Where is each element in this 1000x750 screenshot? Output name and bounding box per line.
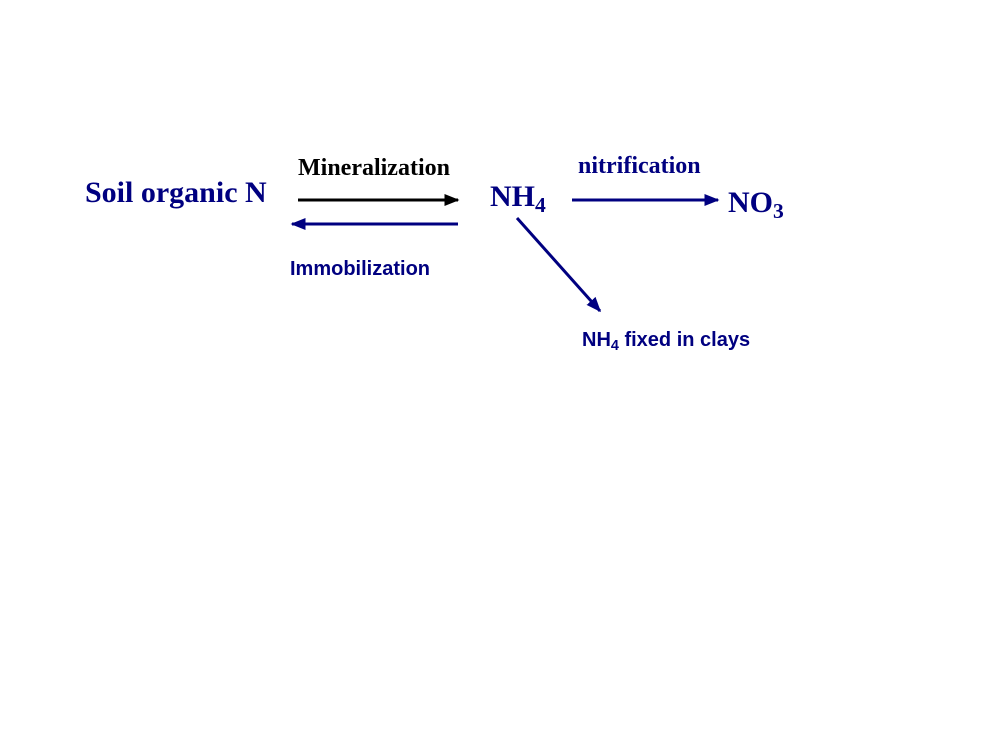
nh4-subscript: 4 — [535, 193, 546, 218]
no3-base: NO — [728, 186, 773, 219]
label-immobilization: Immobilization — [290, 258, 430, 280]
label-nitrification: nitrification — [578, 153, 701, 179]
clay-suffix: fixed in clays — [618, 329, 751, 351]
label-mineralization: Mineralization — [298, 155, 450, 181]
node-soil-organic-n: Soil organic N — [85, 176, 267, 209]
no3-subscript: 3 — [773, 199, 784, 224]
clay-nh-base: NH — [582, 329, 611, 351]
node-nh4: NH4 — [490, 180, 546, 216]
clay-fixation-arrow — [515, 217, 602, 313]
node-nh4-fixed-in-clays: NH4 fixed in clays — [582, 329, 751, 353]
clay-subscript: 4 — [610, 338, 619, 355]
node-no3: NO3 — [728, 186, 784, 222]
nh4-base: NH — [490, 180, 535, 213]
